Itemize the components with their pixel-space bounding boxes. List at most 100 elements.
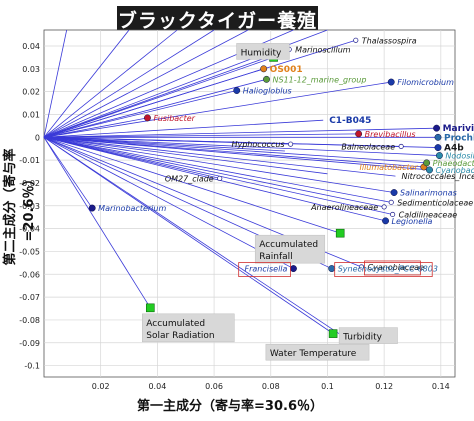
taxon-vector [43, 119, 324, 138]
taxon-label: Cyanobiaceae [367, 263, 424, 272]
taxon-label: Caldilineaceae [399, 210, 458, 219]
taxon-vector [43, 136, 440, 156]
taxon-point [390, 211, 396, 218]
env-label-box [254, 234, 326, 264]
taxon-vector [43, 127, 437, 138]
taxon-vector [43, 133, 359, 138]
x-tick-label: 0.02 [92, 382, 110, 391]
taxon-point [233, 87, 241, 94]
x-tick-label: 0.08 [262, 382, 280, 391]
y-tick-label: 0.01 [22, 110, 40, 119]
taxon-point [358, 264, 365, 270]
taxon-label: Cyanobacterium [435, 166, 474, 175]
env-marker [335, 228, 345, 238]
x-tick-label: 0.06 [205, 382, 223, 391]
taxon-point [388, 199, 394, 205]
env-label: Accumulated [259, 240, 318, 250]
loading-vector [43, 29, 130, 138]
taxon-vector [43, 136, 396, 177]
env-label: Rainfall [259, 252, 292, 262]
taxon-label: OM27_clade [165, 174, 214, 183]
env-label-box [265, 343, 370, 361]
taxon-point [435, 152, 443, 160]
taxon-label-box [238, 262, 291, 277]
y-tick-label: -0.04 [19, 225, 40, 234]
y-tick-label: -0.1 [24, 362, 40, 371]
taxon-label: Balneolaceae [341, 142, 395, 151]
y-tick-label: -0.08 [19, 316, 40, 325]
taxon-vector [43, 81, 392, 138]
taxon-point [355, 130, 363, 138]
taxon-point [398, 143, 404, 149]
taxon-label: Nitrococcales_Incertae_Sedis [401, 172, 474, 181]
y-tick-label: -0.02 [19, 179, 40, 188]
taxon-label: Legionella [392, 217, 433, 226]
x-tick-label: 0.04 [148, 382, 166, 391]
taxon-label: C1-B045 [329, 116, 371, 126]
y-axis-label: 第二主成分（寄与率=20.6％） [3, 148, 37, 266]
taxon-label: Haliogloblus [243, 86, 292, 95]
taxon-point [353, 37, 359, 43]
taxon-label: A4b [444, 144, 464, 154]
taxon-label: Nodosilinea_PCC-7104 [445, 152, 474, 161]
taxon-label: Synechocystis_PCC-6803 [338, 265, 438, 274]
loading-vector [43, 136, 328, 175]
loading-vector [43, 29, 68, 138]
taxon-label: Thalassospira [362, 36, 417, 45]
env-marker [145, 303, 155, 313]
taxa-labels: ThalassospiraMarinoscillumOS001NS11-12_m… [98, 36, 474, 277]
taxon-point [426, 166, 433, 174]
taxon-label: Marivita [443, 124, 474, 134]
taxon-label: Marinobacterium [98, 204, 166, 213]
y-tick-label: -0.07 [19, 293, 40, 302]
environmental-variables: HumidityAccumulatedRainfallAccumulatedSo… [142, 43, 398, 361]
taxon-vector [43, 136, 392, 203]
y-tick-label: 0 [35, 133, 40, 142]
taxon-vector [43, 137, 93, 209]
taxon-point [381, 204, 387, 210]
taxon-label: Anaerolineaceae [310, 203, 378, 212]
taxon-point [390, 189, 398, 196]
env-vector [43, 137, 151, 309]
x-axis-label: 第一主成分（寄与率=30.6％） [137, 399, 323, 414]
y-tick-label: 0.03 [22, 65, 40, 74]
taxon-vector [43, 136, 395, 193]
taxon-label: Francisella [245, 265, 288, 274]
taxon-point [288, 141, 294, 147]
taxon-vector [43, 136, 424, 168]
taxon-point [434, 144, 442, 152]
taxon-label: Prochlorothrix_PCC-9006 [444, 133, 474, 143]
taxon-label: Sedimenticolaceae [397, 198, 473, 207]
x-tick-label: 0.1 [321, 382, 334, 391]
taxon-label: Phaeodactylibacter [433, 159, 474, 168]
env-vector [43, 57, 274, 138]
taxon-label: OS001 [270, 65, 303, 75]
env-label-box [142, 313, 235, 343]
y-tick-label: -0.09 [19, 339, 40, 348]
env-label-box [236, 43, 290, 60]
taxon-vector [43, 78, 267, 138]
taxon-label-box [364, 260, 421, 276]
env-vector [43, 136, 341, 234]
taxon-point [433, 124, 441, 132]
taxon-point [387, 78, 395, 86]
taxon-point [88, 204, 96, 212]
taxa-markers [88, 37, 443, 273]
taxon-vector [43, 136, 430, 171]
loading-vector [43, 29, 249, 138]
taxon-vector [43, 136, 385, 208]
y-tick-label: -0.06 [19, 270, 40, 279]
taxon-point [423, 159, 431, 167]
env-label-box [338, 327, 398, 344]
taxon-label: Filomicrobium [397, 78, 454, 87]
env-label: Turbidity [342, 333, 382, 343]
taxon-label: Hyphococcus [231, 140, 284, 149]
env-marker [328, 329, 338, 338]
env-vector [43, 136, 347, 339]
taxon-point [144, 114, 151, 122]
taxon-label-box [334, 262, 433, 277]
taxon-point [260, 65, 268, 73]
taxon-point [434, 133, 442, 141]
